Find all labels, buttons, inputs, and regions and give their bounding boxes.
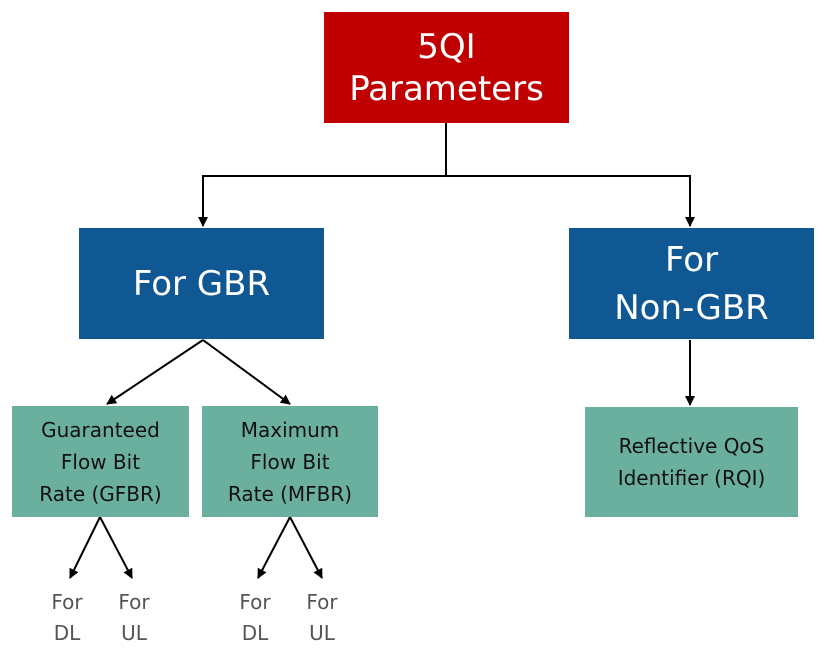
node-for-non-gbr-label: For Non-GBR (614, 239, 769, 328)
mfbr-for-ul-label: For UL (306, 590, 338, 645)
edge-gbr-to-mfbr (202, 339, 291, 405)
node-rqi: Reflective QoS Identifier (RQI) (585, 407, 798, 517)
edge-root-to-nongbr (446, 175, 695, 227)
mfbr-for-dl-label: For DL (239, 590, 271, 645)
node-mfbr-label: Maximum Flow Bit Rate (MFBR) (227, 417, 353, 506)
edge-mfbr-to-dl (257, 516, 291, 579)
node-for-gbr: For GBR (79, 228, 324, 339)
node-gfbr-label: Guaranteed Flow Bit Rate (GFBR) (39, 417, 162, 506)
edge-gfbr-to-dl (69, 516, 101, 579)
node-gfbr: Guaranteed Flow Bit Rate (GFBR) (12, 406, 189, 517)
node-mfbr: Maximum Flow Bit Rate (MFBR) (202, 406, 378, 517)
node-for-gbr-label: For GBR (132, 263, 271, 304)
gfbr-for-ul-label: For UL (118, 590, 150, 645)
node-for-non-gbr: For Non-GBR (569, 228, 814, 339)
gfbr-for-dl-label: For DL (51, 590, 83, 645)
edge-gfbr-to-ul (99, 516, 133, 579)
edge-gbr-to-gfbr (106, 339, 204, 405)
root-node-label: 5QI Parameters (349, 26, 544, 109)
node-rqi-label: Reflective QoS Identifier (RQI) (617, 434, 766, 490)
edge-mfbr-to-ul (289, 516, 323, 579)
edge-root-to-gbr (198, 123, 447, 227)
root-node-5qi-parameters: 5QI Parameters (324, 12, 569, 123)
